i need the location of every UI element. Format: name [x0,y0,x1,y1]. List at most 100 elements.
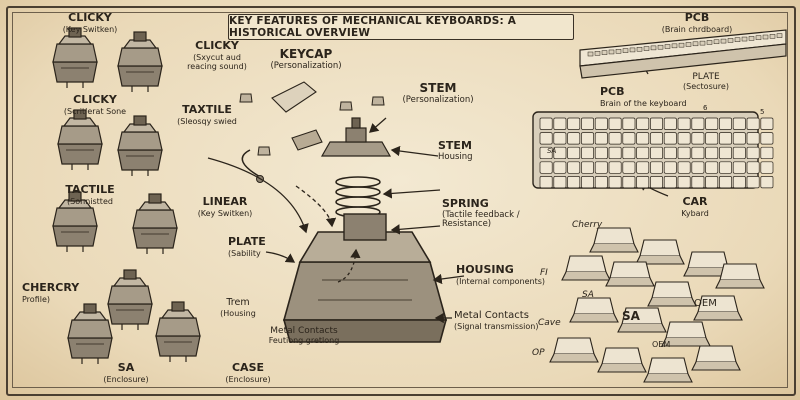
label-heading: PCB [600,85,625,98]
switch-housing-icon [282,213,448,343]
label-sub: (Signal transmission) [454,321,539,331]
switch-icon [67,303,113,365]
switch-icon [107,269,153,331]
switch-icon [117,115,163,177]
switch-icon [117,31,163,93]
label-trem: Trem (Housing [208,297,268,318]
label-sub: (Internal components) [456,276,546,286]
keyboard-label-num-2: 5 [760,108,765,116]
keycap-label-op: OP [532,348,545,358]
label-sub: Profile) [22,294,50,304]
label-heading: HOUSING [456,263,514,276]
label-sub: (Key Switken) [62,24,118,34]
label-tactile: TACTILE (Sonnistted [40,183,140,206]
keycap-pile [549,227,765,383]
label-clicky-1: CLICKY (Key Switken) [60,11,120,34]
label-case: CASE (Enclosure) [218,361,278,384]
keycap-icon [371,96,385,106]
label-sub: Kybard [681,208,709,218]
label-heading: CAR [682,195,708,208]
keycap-label-cave: Cave [538,318,561,328]
label-sub: (Scritlerat Sone [63,106,127,116]
outer-border [6,6,796,396]
keycap-label-cherry: Cherry [572,220,603,230]
switch-icon [155,301,201,363]
inner-border [12,12,788,388]
keycap-icon [339,101,353,111]
label-heading: CLICKY [68,11,112,24]
label-heading: LINEAR [202,195,248,208]
label-sub: (Enclosure) [103,374,149,384]
switch-icon [52,27,98,89]
label-pcb-mid: PCB Brain of the keyboard [600,85,710,108]
label-sub: (Sability [228,248,261,258]
switch-icon [57,109,103,171]
label-heading: CLICKY [73,93,117,106]
label-metal-contacts-right: Metal Contacts (Signal transmission) [454,310,554,331]
page-title: KEY FEATURES OF MECHANICAL KEYBOARDS: A … [228,14,574,40]
label-chercry: CHERCRY Profile) [22,281,92,304]
label-stem-housing: STEM Housing [438,139,498,162]
label-heading: CHERCRY [22,281,80,294]
label-heading: STEM [419,81,457,95]
stem-icon [320,141,392,157]
label-metal-contacts-left: Metal Contacts Feutiong gretlong [262,326,346,346]
label-heading: PLATE [692,72,720,82]
label-heading: KEYCAP [279,47,333,61]
label-heading: PCB [684,11,710,24]
label-sub: (Personalization) [402,94,474,105]
label-pcb-top: PCB (Brain chrdboard) [652,11,742,34]
label-heading: TACTILE [65,183,115,196]
keycap-label-oem: OEM [694,298,717,309]
wire-icon [241,149,263,179]
label-heading: Metal Contacts [454,310,529,321]
label-clicky-2: CLICKY (Sxycut aud reacing sound) [182,39,252,71]
label-sub: Housing [438,151,473,162]
label-spring: SPRING (Tactile feedback / Resistance) [442,197,522,230]
keycap-label-sa-big: SA [622,309,640,323]
label-sub: (Enclosure) [225,374,271,384]
label-heading: SPRING [442,197,489,210]
label-sub: (Sonnistted [67,196,113,206]
label-sub: (Brain chrdboard) [661,24,733,34]
label-heading: CASE [231,361,265,374]
label-sub: (Tactile feedback / Resistance) [442,209,520,230]
label-keycap: KEYCAP (Personalization) [266,47,346,72]
keycap-label-oem-small: OEM [652,340,671,349]
label-sub: Feutiong gretlong [268,336,340,346]
label-taxtile: TAXTILE (Sleosqy swied [172,103,242,126]
spring-icon [335,176,381,218]
label-sub: Brain of the keyboard [600,98,687,108]
label-housing: HOUSING (Internal components) [456,263,556,286]
label-sa-left: SA (Enclosure) [96,361,156,384]
label-sub: (Sxycut aud reacing sound) [187,52,247,71]
label-plate-right: PLATE (Sectosure) [676,72,736,92]
keycap-label-sa: SA [582,290,594,300]
label-stem-top: STEM (Personalization) [398,81,478,106]
label-sub: (Personalization) [270,60,342,71]
label-sub: (Key Switken) [197,208,253,218]
label-sub: (Housing [220,308,256,318]
label-sub: (Sectosure) [683,82,729,92]
keycap-icon [271,81,317,113]
label-clicky-3: CLICKY (Scritlerat Sone [55,93,135,116]
label-heading: SA [117,361,135,374]
label-heading: TAXTILE [182,103,232,116]
label-heading: CLICKY [195,39,239,52]
keycap-label-fi: FI [540,268,548,278]
label-heading: Metal Contacts [270,326,338,336]
keyboard-label-sa: SA [547,147,557,155]
keyboard-icon [579,29,787,79]
label-sub: (Sleosqy swied [177,116,237,126]
label-heading: Trem [226,297,250,308]
keycap-icon [291,129,323,151]
keycap-icon [239,93,253,103]
label-heading: PLATE [228,235,266,248]
keycap-icon [257,146,271,156]
label-heading: STEM [438,139,472,152]
label-linear: LINEAR (Key Switken) [190,195,260,218]
label-plate-center: PLATE (Sability [228,235,288,258]
keyboard-icon [532,111,774,189]
